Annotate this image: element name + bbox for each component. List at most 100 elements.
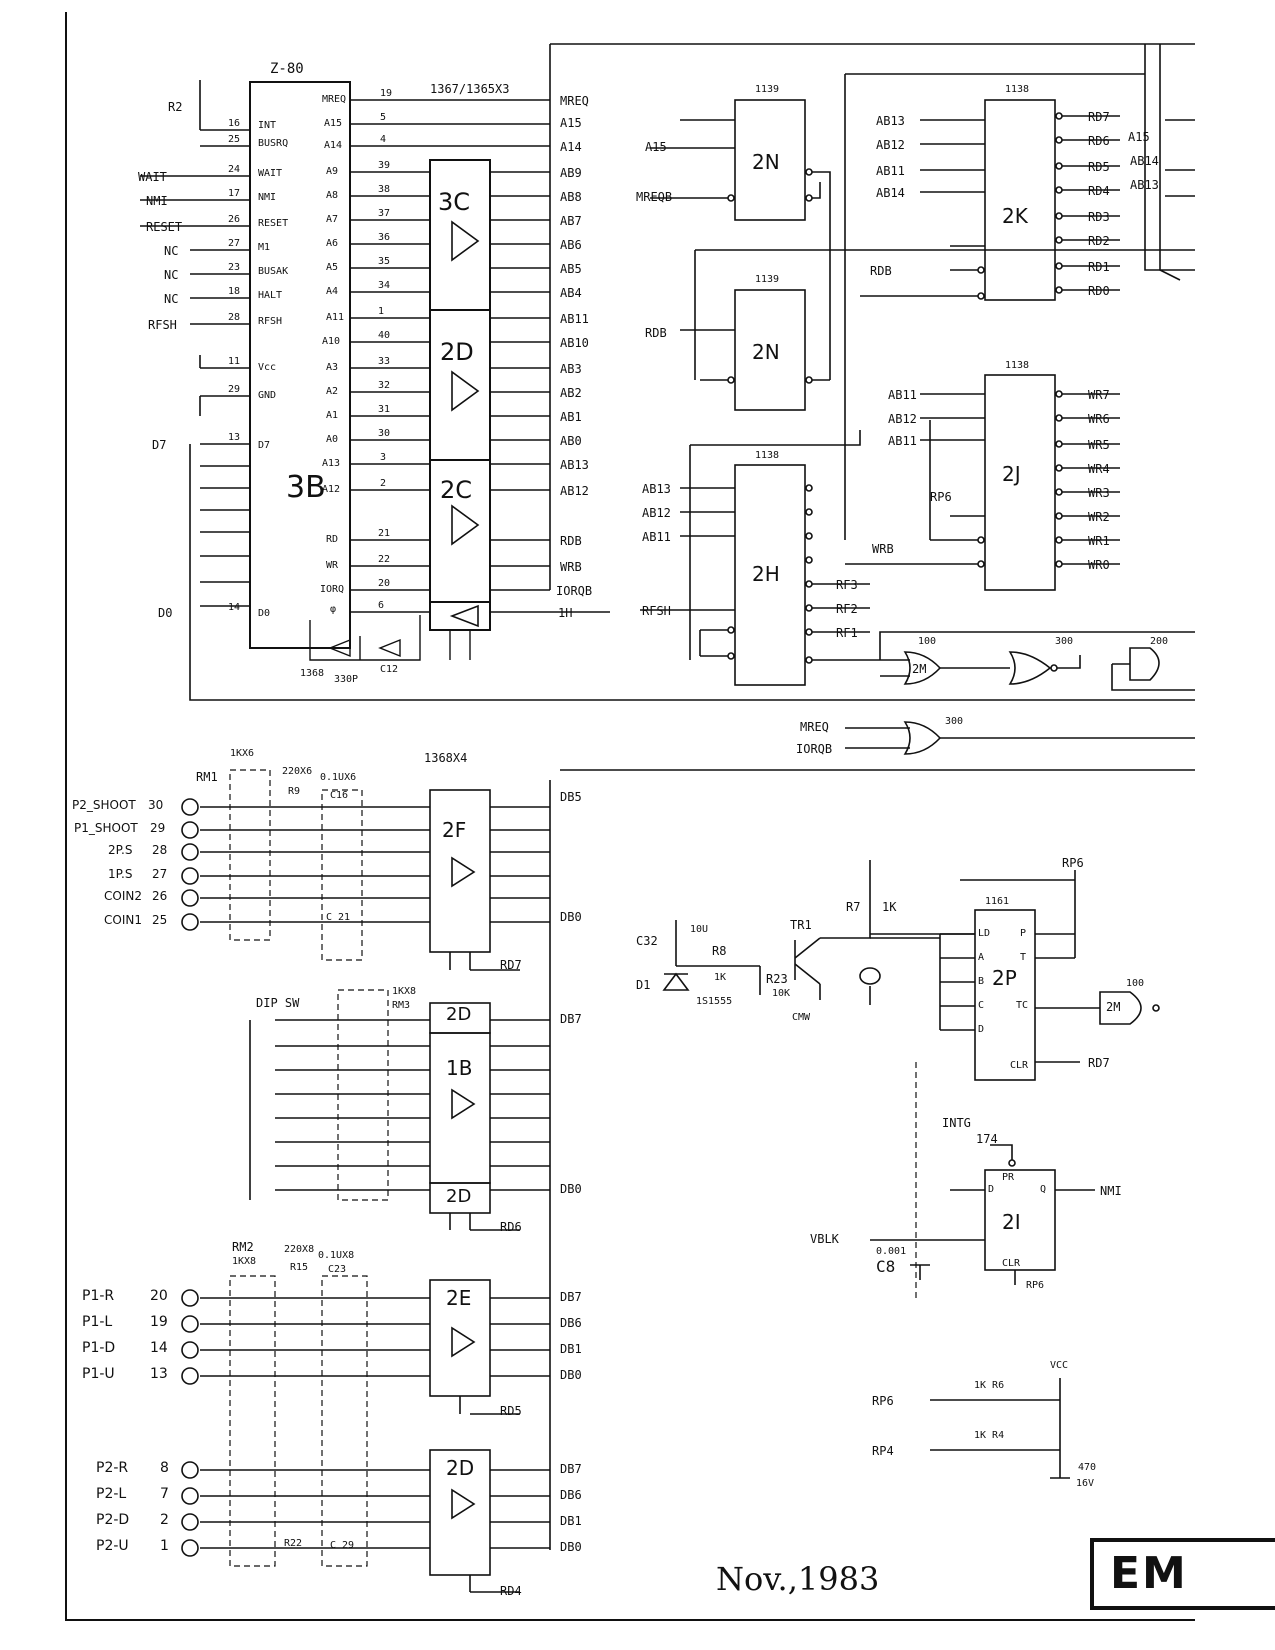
decoder-2j-out-wr0: WR0 bbox=[1088, 558, 1110, 572]
decoder-2j-ref: 2J bbox=[1002, 462, 1021, 486]
cpu-pin-busrq-num: 25 bbox=[228, 134, 241, 145]
reg-cap-val: 470 bbox=[1078, 1462, 1097, 1473]
cpu-pin-busrq: BUSRQ bbox=[258, 138, 289, 149]
cpu-pin-a5: A5 bbox=[326, 262, 339, 273]
bus-ab9: AB9 bbox=[560, 166, 582, 180]
counter-ref: 2P bbox=[992, 966, 1017, 990]
cpu-pin-gnd: GND bbox=[258, 390, 277, 401]
dip-resnet: 1KX8 bbox=[392, 986, 417, 997]
port2e-pin-p1r: 20 bbox=[150, 1288, 168, 1304]
gate-input-mreq: MREQ bbox=[800, 720, 829, 734]
port2d-ref: 2D bbox=[446, 1456, 475, 1480]
cpu-pin-a0: A0 bbox=[326, 434, 339, 445]
cpu-pin-a2: A2 bbox=[326, 386, 339, 397]
right-bus-bracket bbox=[1159, 44, 1195, 281]
cpu-pin-a9: A9 bbox=[326, 166, 339, 177]
decoder-2k-out-rd6: RD6 bbox=[1088, 134, 1110, 148]
reg-cap-net: VCC bbox=[1050, 1360, 1069, 1371]
decoder-2h-in-ab13: AB13 bbox=[642, 482, 671, 496]
cpu-pin-a11: A11 bbox=[326, 312, 345, 323]
cpu-pin-wait: WAIT bbox=[258, 168, 283, 179]
decoder-2h-part: 1138 bbox=[755, 450, 780, 461]
cpu-pin-mreq-num: 19 bbox=[380, 88, 393, 99]
decoder-2k-out-rd3: RD3 bbox=[1088, 210, 1110, 224]
decoder-2j-in-rp6: RP6 bbox=[930, 490, 952, 504]
reset-circuit bbox=[662, 860, 940, 1005]
port1-pin-p1shoot: 29 bbox=[150, 821, 166, 835]
cpu-pin-d0-num: 14 bbox=[228, 602, 241, 613]
port2d-line-p2r: P2-R bbox=[96, 1460, 129, 1476]
port2e-line-p1l: P1-L bbox=[82, 1314, 113, 1330]
input-nc-2: NC bbox=[164, 268, 179, 282]
input-d7: D7 bbox=[152, 438, 167, 452]
input-wait: WAIT bbox=[138, 170, 167, 184]
port1-rm: RM1 bbox=[196, 770, 218, 784]
cpu-pin-rfsh: RFSH bbox=[258, 316, 283, 327]
dip-switch-port bbox=[249, 989, 550, 1231]
cpu-pin-a8-num: 38 bbox=[378, 184, 391, 195]
dip-label: DIP SW bbox=[256, 996, 300, 1010]
cpu-pin-reset: RESET bbox=[258, 218, 289, 229]
right-bus-ab14: AB14 bbox=[1130, 154, 1159, 168]
port2e-pin-p1l: 19 bbox=[150, 1314, 168, 1330]
ff-in: INTG bbox=[942, 1116, 971, 1130]
counter-r23: R23 bbox=[766, 972, 788, 986]
port1-line-2ps: 2P.S bbox=[108, 843, 133, 857]
port1-resnet: 1KX6 bbox=[230, 748, 255, 759]
cpu-pin-a13: A13 bbox=[322, 458, 341, 469]
decoder-2n-a-ref: 2N bbox=[752, 150, 780, 174]
input-port-2d-p2 bbox=[200, 1449, 550, 1593]
port2d-db6: DB6 bbox=[560, 1488, 582, 1502]
port1-line-p1shoot: P1_SHOOT bbox=[74, 821, 138, 835]
decoder-2j-out-wr2: WR2 bbox=[1088, 510, 1110, 524]
dip-db-bot: DB0 bbox=[560, 1182, 582, 1196]
port1-r9: R9 bbox=[288, 786, 301, 797]
bus-1h: 1H bbox=[558, 606, 573, 620]
buffer-part-label: 1367/1365X3 bbox=[430, 82, 510, 96]
decoder-2k-out-rd4: RD4 bbox=[1088, 184, 1110, 198]
buffer-3c: 3C bbox=[438, 188, 471, 216]
decoder-2j-out-wr4: WR4 bbox=[1088, 462, 1110, 476]
decoder-2k-in-ab14: AB14 bbox=[876, 186, 905, 200]
cpu-pin-phi-num: 6 bbox=[378, 600, 385, 611]
counter-r8: R8 bbox=[712, 944, 727, 958]
cpu-pin-a3-num: 33 bbox=[378, 356, 391, 367]
company-logo: EM bbox=[1110, 1548, 1188, 1599]
pullup-resistors bbox=[930, 1378, 1070, 1479]
counter-r23-val: 10K bbox=[772, 988, 791, 999]
bus-iorqb: IORQB bbox=[556, 584, 593, 598]
bus-a15: A15 bbox=[560, 116, 582, 130]
port2e-line-p1r: P1-R bbox=[82, 1288, 115, 1304]
cpu-pin-gnd-num: 29 bbox=[228, 384, 241, 395]
cpu-pin-vcc: Vcc bbox=[258, 362, 277, 373]
cpu-pin-m1: M1 bbox=[258, 242, 271, 253]
decoder-2j-part: 1138 bbox=[1005, 360, 1030, 371]
cpu-pin-a6-num: 36 bbox=[378, 232, 391, 243]
decoder-2k-out-rd2: RD2 bbox=[1088, 234, 1110, 248]
cpu-pin-rfsh-num: 28 bbox=[228, 312, 241, 323]
port2e-pin-p1u: 13 bbox=[150, 1366, 168, 1382]
cpu-pin-phi: φ bbox=[330, 604, 337, 615]
port2d-db7: DB7 bbox=[560, 1462, 582, 1476]
port2d-line-p2u: P2-U bbox=[96, 1538, 129, 1554]
cpu-pin-a7-num: 37 bbox=[378, 208, 391, 219]
decoder-2n-b-part: 1139 bbox=[755, 274, 780, 285]
counter-r7: R7 bbox=[846, 900, 861, 914]
pullup-rp6-r: 1K R6 bbox=[974, 1380, 1005, 1391]
decoder-2n-b-in-rdb: RDB bbox=[645, 326, 667, 340]
counter-cmw: CMW bbox=[792, 1012, 811, 1023]
gate-network bbox=[845, 631, 1195, 755]
buffer-2d: 2D bbox=[440, 338, 474, 366]
port2d-pin-p2u: 1 bbox=[160, 1538, 169, 1554]
decoder-2n-a bbox=[650, 99, 831, 380]
bus-ab11: AB11 bbox=[560, 312, 589, 326]
bus-ab1: AB1 bbox=[560, 410, 582, 424]
bus-ab3: AB3 bbox=[560, 362, 582, 376]
bus-a14: A14 bbox=[560, 140, 582, 154]
dip-rm: RM3 bbox=[392, 1000, 411, 1011]
decoder-2k-out-rd7: RD7 bbox=[1088, 110, 1110, 124]
counter-pin-t: T bbox=[1020, 952, 1027, 963]
decoder-2k bbox=[844, 44, 1195, 540]
decoder-2h-in-ab11: AB11 bbox=[642, 530, 671, 544]
